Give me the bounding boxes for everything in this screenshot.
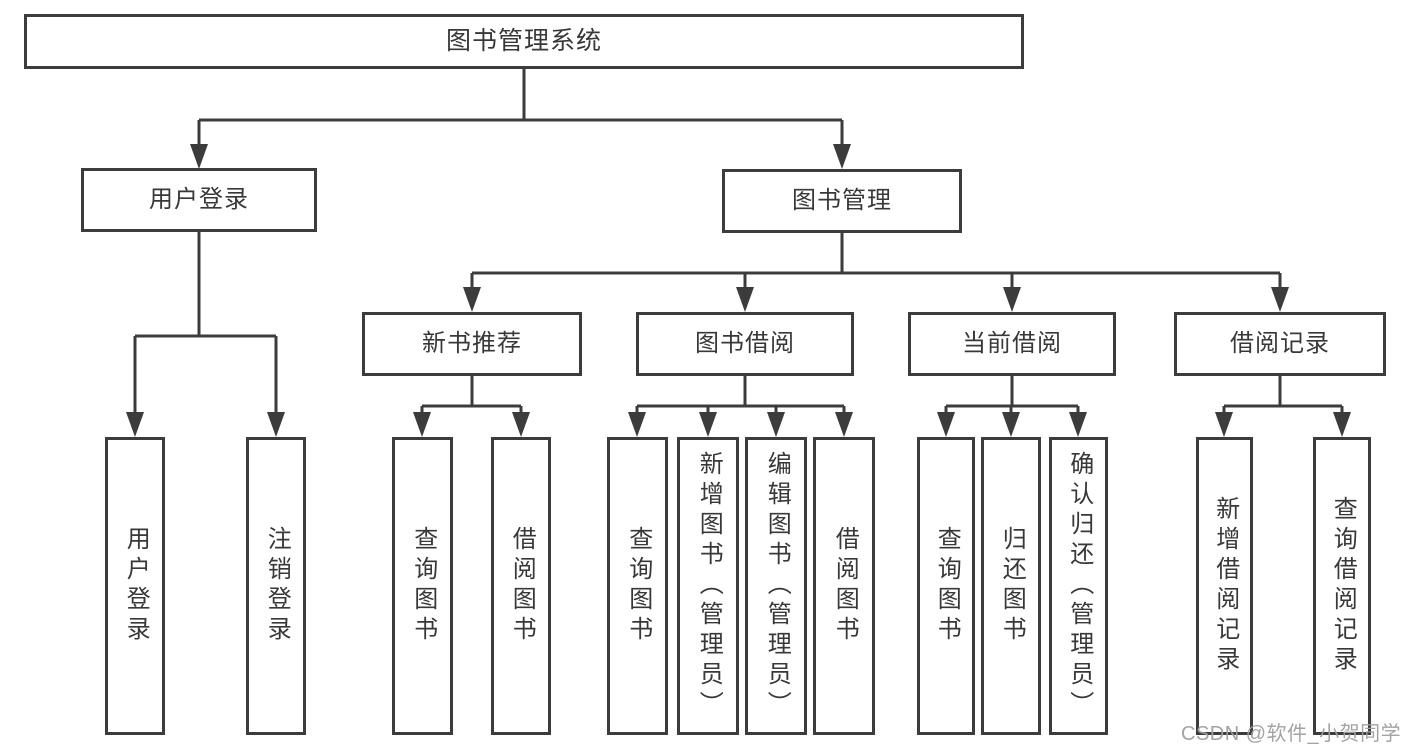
- node-login-user: 用户登录: [105, 437, 165, 735]
- node-label: 查询图书: [624, 526, 652, 646]
- wire-current-borrow-branch: [944, 376, 1080, 414]
- node-label: 用户登录: [122, 526, 150, 646]
- node-current-confirm-return-admin: 确认归还（管理员）: [1049, 437, 1108, 735]
- node-label: 当前借阅: [962, 330, 1062, 357]
- node-label: 新增借阅记录: [1211, 496, 1239, 676]
- node-borrow-edit-books-admin: 编辑图书（管理员）: [745, 437, 807, 735]
- node-label: 编辑图书（管理员）: [763, 451, 791, 721]
- node-label: 图书管理: [792, 187, 892, 214]
- node-records-add-record: 新增借阅记录: [1196, 437, 1253, 735]
- node-label: 注销登录: [263, 526, 291, 646]
- csdn-watermark: CSDN @软件_小贺同学: [1181, 723, 1402, 745]
- wire-borrow-records-branch: [1222, 376, 1344, 414]
- node-label: 查询图书: [933, 526, 961, 646]
- wire-new-rec-branch: [420, 376, 523, 414]
- node-new-book-recommend: 新书推荐: [362, 312, 582, 376]
- node-label: 用户登录: [149, 186, 249, 213]
- node-label: 借阅记录: [1230, 330, 1330, 357]
- node-current-borrow: 当前借阅: [908, 312, 1116, 376]
- node-current-query-books: 查询图书: [917, 437, 975, 735]
- node-book-borrow: 图书借阅: [636, 312, 854, 376]
- node-records-query-record: 查询借阅记录: [1313, 437, 1371, 735]
- node-login-logout: 注销登录: [246, 437, 306, 735]
- node-label: 借阅图书: [508, 526, 536, 646]
- node-root: 图书管理系统: [24, 14, 1024, 69]
- node-label: 图书管理系统: [445, 27, 602, 55]
- node-borrow-records: 借阅记录: [1174, 312, 1386, 376]
- node-borrow-query-books: 查询图书: [607, 437, 668, 735]
- node-label: 查询借阅记录: [1329, 496, 1357, 676]
- node-label: 新书推荐: [422, 330, 522, 357]
- node-label: 查询图书: [409, 526, 437, 646]
- node-newrec-query-books: 查询图书: [392, 437, 453, 735]
- node-borrow-add-books-admin: 新增图书（管理员）: [677, 437, 739, 735]
- node-label: 归还图书: [998, 526, 1026, 646]
- arrowheads: [126, 144, 1351, 437]
- node-user-login: 用户登录: [81, 168, 317, 232]
- node-label: 确认归还（管理员）: [1065, 451, 1093, 721]
- node-label: 图书借阅: [695, 330, 795, 357]
- wire-book-mgmt-branch: [470, 233, 1282, 290]
- node-label: 新增图书（管理员）: [695, 451, 723, 721]
- node-borrow-borrow-books: 借阅图书: [813, 437, 875, 735]
- wire-user-login-branch: [133, 231, 278, 414]
- wire-root-to-level2: [197, 68, 844, 146]
- node-current-return-books: 归还图书: [981, 437, 1041, 735]
- node-label: 借阅图书: [831, 526, 859, 646]
- node-newrec-borrow-books: 借阅图书: [491, 437, 551, 735]
- node-book-management: 图书管理: [722, 169, 962, 233]
- wire-book-borrow-branch: [635, 376, 846, 414]
